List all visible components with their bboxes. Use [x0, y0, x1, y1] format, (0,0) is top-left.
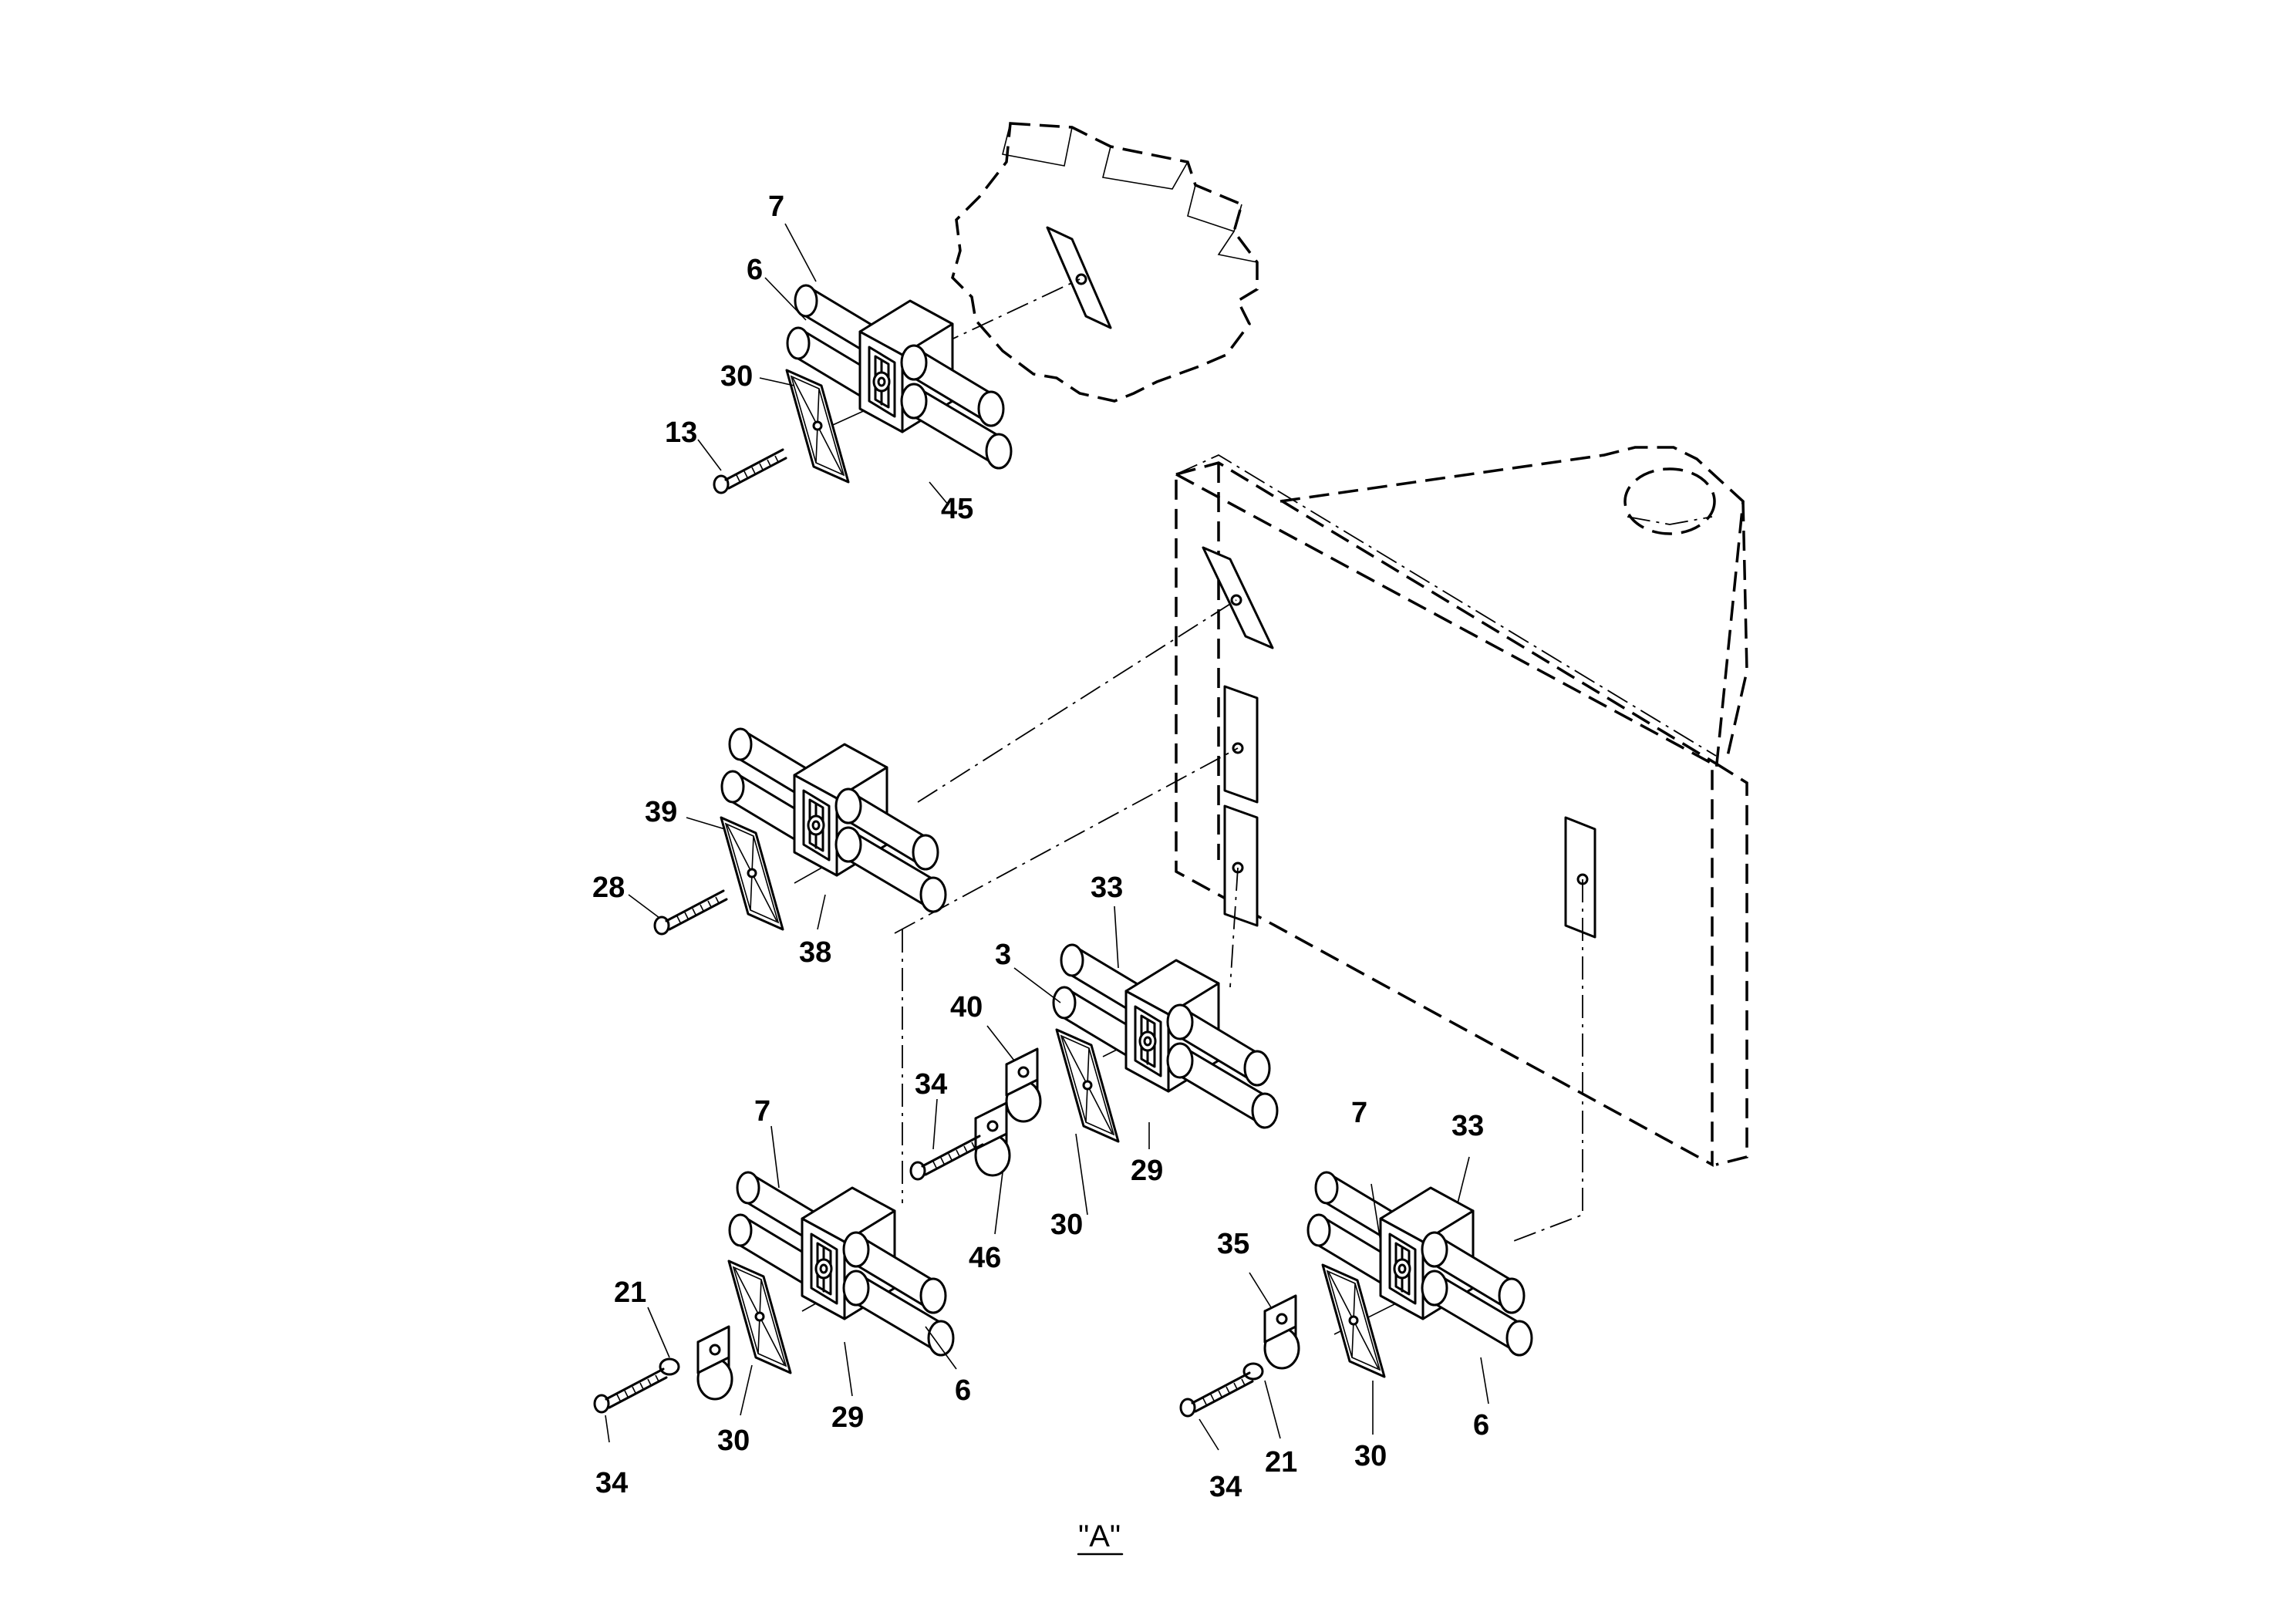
callout-35: 35 [1217, 1228, 1249, 1260]
callout-30: 30 [1050, 1209, 1083, 1241]
callout-28: 28 [592, 872, 625, 904]
callout-6: 6 [1473, 1409, 1489, 1442]
callout-21: 21 [1265, 1446, 1297, 1479]
callout-38: 38 [799, 936, 831, 969]
view-label: "A" [1077, 1519, 1124, 1556]
washer-icon [659, 1357, 680, 1376]
callout-33: 33 [1091, 872, 1123, 904]
callout-7: 7 [1351, 1097, 1367, 1129]
callout-29: 29 [1131, 1155, 1163, 1187]
callout-34: 34 [1209, 1471, 1242, 1503]
callout-46: 46 [969, 1242, 1001, 1274]
callout-30: 30 [717, 1425, 750, 1457]
callout-45: 45 [941, 493, 973, 525]
clamp-group-middle-left [653, 727, 947, 936]
clamp-group-center [909, 943, 1279, 1181]
callouts: 7 6 30 13 45 39 28 38 33 3 40 34 29 30 4… [592, 191, 1489, 1503]
callout-30: 30 [720, 360, 753, 393]
clamp-group-lower-left [593, 1171, 955, 1414]
washer-icon [1242, 1362, 1264, 1381]
callout-7: 7 [754, 1095, 770, 1128]
callout-6: 6 [747, 254, 763, 286]
clamp-group-top [713, 284, 1013, 494]
callout-21: 21 [614, 1276, 646, 1309]
callout-34: 34 [595, 1467, 628, 1499]
callout-40: 40 [950, 991, 983, 1023]
callout-7: 7 [768, 191, 784, 223]
callout-39: 39 [645, 796, 677, 828]
callout-3: 3 [995, 939, 1011, 971]
callout-29: 29 [831, 1401, 864, 1434]
callout-30: 30 [1354, 1440, 1387, 1472]
leader-lines [605, 223, 1489, 1451]
upper-bracket [951, 122, 1259, 403]
callout-33: 33 [1451, 1110, 1484, 1142]
callout-34: 34 [915, 1068, 947, 1101]
clamp-group-lower-right [1179, 1171, 1533, 1418]
callout-13: 13 [665, 416, 697, 449]
view-label-text: "A" [1078, 1519, 1121, 1553]
callout-6: 6 [955, 1374, 971, 1407]
